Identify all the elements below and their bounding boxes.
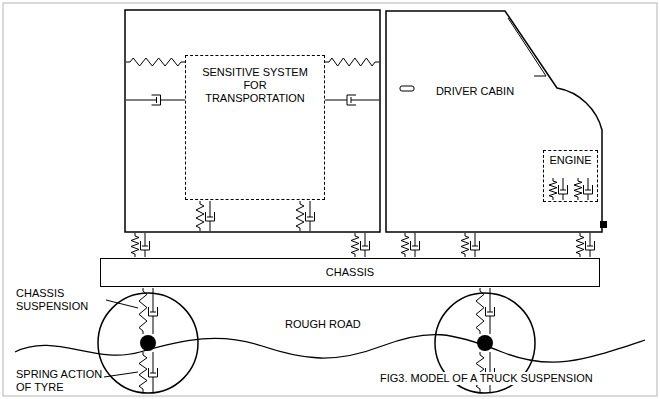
damper-symbol xyxy=(486,288,495,334)
spring-symbol xyxy=(476,288,484,334)
spring-symbol xyxy=(131,233,139,257)
damper-symbol xyxy=(149,288,158,334)
damper-symbol xyxy=(206,201,215,231)
spring-symbol xyxy=(139,352,147,392)
spring-symbol xyxy=(126,58,185,66)
door-handle xyxy=(400,86,414,91)
spring-symbol xyxy=(139,288,147,334)
spring-symbol xyxy=(401,233,409,257)
figure-caption: FIG3. MODEL OF A TRUCK SUSPENSION xyxy=(378,372,595,385)
spring-symbol xyxy=(296,201,304,231)
road-surface xyxy=(15,335,645,363)
node-text: SENSITIVE SYSTEM FOR TRANSPORTATION xyxy=(199,66,311,105)
spring-symbol xyxy=(574,178,582,200)
damper-symbol xyxy=(126,95,185,105)
chassis-bar: CHASSIS xyxy=(100,258,600,287)
node-text: ENGINE xyxy=(549,154,591,167)
engine-box: ENGINE xyxy=(543,150,598,202)
damper-symbol xyxy=(141,233,150,257)
damper-symbol xyxy=(361,233,370,257)
damper-symbol xyxy=(584,178,593,200)
spring-symbol xyxy=(576,233,584,257)
cabin-outline-path xyxy=(386,11,602,232)
sensitive-system-box: SENSITIVE SYSTEM FOR TRANSPORTATION xyxy=(185,55,325,200)
spring-symbol xyxy=(325,58,379,66)
leader-line xyxy=(104,372,138,377)
damper-symbol xyxy=(306,201,315,231)
damper-symbol xyxy=(471,233,480,257)
frame xyxy=(3,3,657,396)
damper-symbol xyxy=(559,178,568,200)
spring-symbol xyxy=(461,233,469,257)
driver-cabin: DRIVER CABIN ENGINE xyxy=(385,10,605,232)
damper-symbol xyxy=(325,95,379,105)
leader-line xyxy=(106,300,138,308)
bumper xyxy=(600,221,607,228)
damper-symbol xyxy=(411,233,420,257)
damper-symbol xyxy=(586,233,595,257)
cabin-outline xyxy=(385,10,605,232)
node-text: DRIVER CABIN xyxy=(435,85,515,98)
part-label: SPRING ACTION OF TYRE xyxy=(16,368,104,394)
windshield xyxy=(508,18,546,76)
spring-symbol xyxy=(549,178,557,200)
road-label: ROUGH ROAD xyxy=(285,318,375,331)
part-label: CHASSIS SUSPENSION xyxy=(16,287,102,313)
cargo-box xyxy=(125,10,380,232)
node-text: CHASSIS xyxy=(326,266,374,279)
damper-symbol xyxy=(149,352,158,392)
spring-symbol xyxy=(196,201,204,231)
spring-symbol xyxy=(351,233,359,257)
spring-group xyxy=(126,58,595,392)
